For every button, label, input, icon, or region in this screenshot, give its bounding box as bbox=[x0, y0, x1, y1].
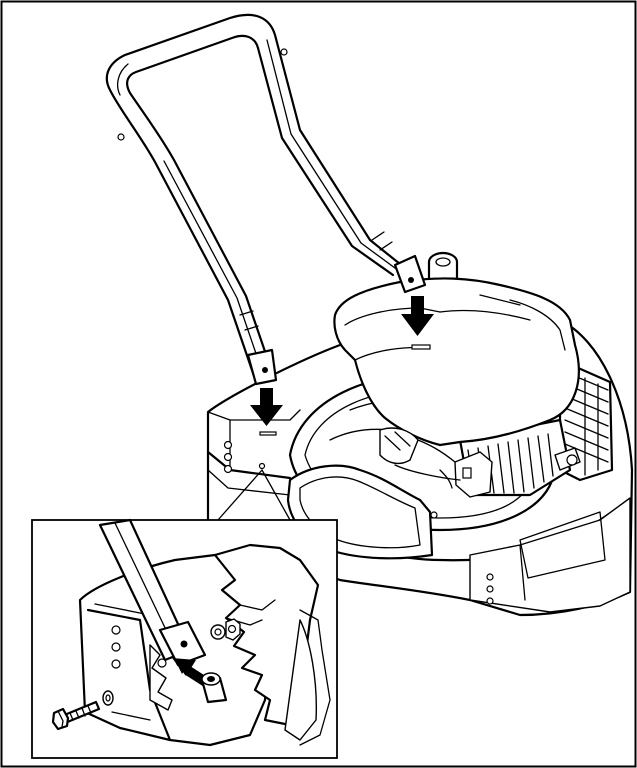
washer-icon bbox=[102, 690, 114, 706]
callout-line bbox=[217, 469, 263, 521]
down-arrow-icon bbox=[401, 296, 434, 336]
engine-icon bbox=[333, 251, 614, 498]
spacer-icon bbox=[200, 672, 228, 704]
nut-icon bbox=[210, 618, 241, 641]
down-arrow-icon bbox=[250, 388, 283, 436]
detail-inset bbox=[31, 518, 338, 759]
callout-line bbox=[261, 469, 291, 521]
handle-bar-icon bbox=[105, 13, 427, 386]
bolt-icon bbox=[51, 700, 101, 731]
